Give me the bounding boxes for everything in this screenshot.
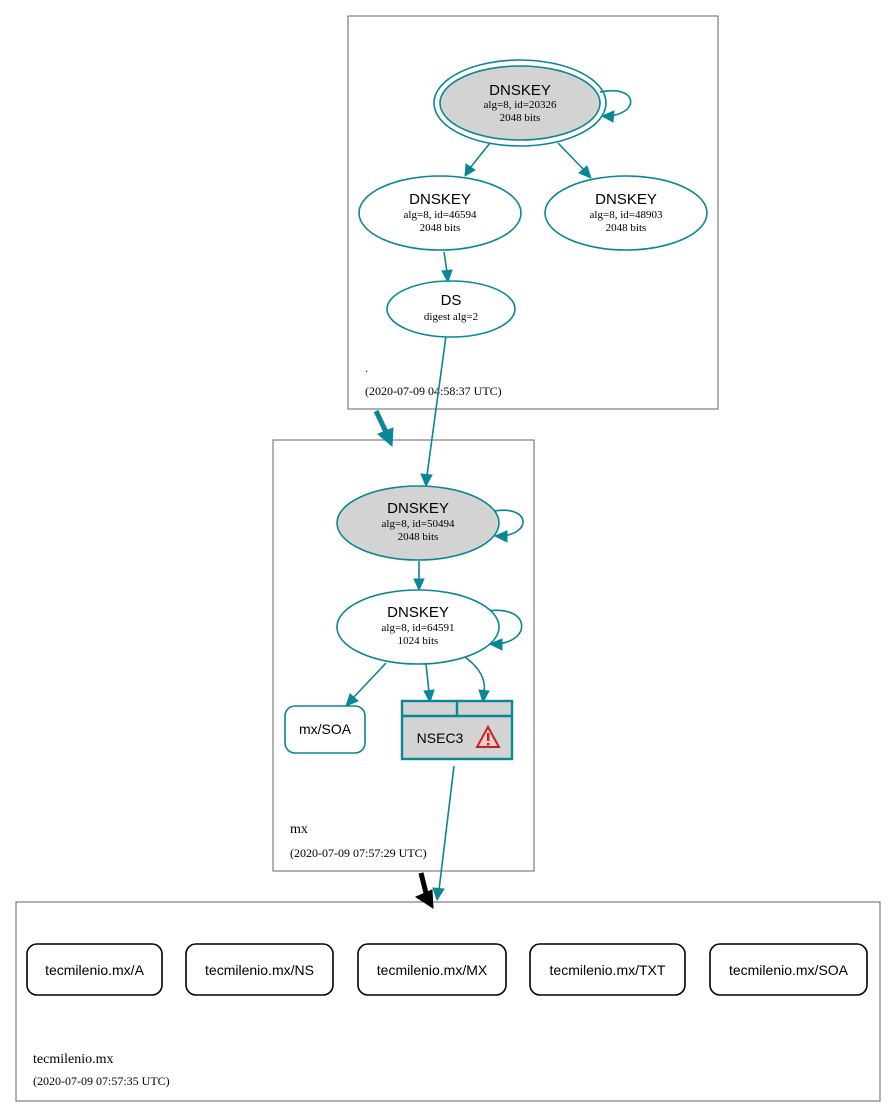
edge-root-zsk1-ds <box>443 251 448 273</box>
edge-mx-zsk-self <box>487 609 523 645</box>
node-detail: 1024 bits <box>398 635 439 647</box>
record-label: tecmilenio.mx/MX <box>377 962 488 978</box>
node-detail: alg=8, id=48903 <box>590 209 663 221</box>
edge-root-ksk-zsk1 <box>469 142 491 169</box>
node-title: DNSKEY <box>489 82 551 99</box>
arrowhead <box>414 889 434 909</box>
record-label: tecmilenio.mx/NS <box>205 962 314 978</box>
node-detail: 2048 bits <box>606 222 647 234</box>
arrowhead <box>377 427 394 448</box>
node-tecmilenio-ns[interactable]: tecmilenio.mx/NS <box>185 943 334 996</box>
edge-mx-zsk-nsec3-a <box>425 663 430 693</box>
edge-root-ksk-self <box>599 89 632 117</box>
arrowhead <box>441 269 453 284</box>
arrowhead <box>578 165 592 179</box>
node-root-zsk-46594[interactable]: DNSKEY alg=8, id=46594 2048 bits <box>358 175 522 251</box>
arrowhead <box>423 689 435 704</box>
node-mx-ksk[interactable]: DNSKEY alg=8, id=50494 2048 bits <box>336 485 500 561</box>
node-root-zsk-48903[interactable]: DNSKEY alg=8, id=48903 2048 bits <box>544 175 708 251</box>
warning-icon <box>475 724 501 748</box>
node-tecmilenio-a[interactable]: tecmilenio.mx/A <box>26 943 163 996</box>
node-detail: 2048 bits <box>420 222 461 234</box>
zone-root-name: . <box>365 361 368 375</box>
arrowhead <box>345 693 359 707</box>
node-tecmilenio-mx[interactable]: tecmilenio.mx/MX <box>357 943 507 996</box>
node-mx-zsk[interactable]: DNSKEY alg=8, id=64591 1024 bits <box>336 589 500 665</box>
zone-mx-name: mx <box>290 822 308 837</box>
node-title: DNSKEY <box>409 191 471 208</box>
edges <box>345 89 632 909</box>
zone-tecmilenio: tecmilenio.mx (2020-07-09 07:57:35 UTC) <box>15 901 881 1102</box>
zone-tecmilenio-box <box>15 901 881 1102</box>
edge-nsec3-tecmilenio <box>438 765 455 891</box>
arrowhead <box>432 887 445 902</box>
node-detail: alg=8, id=20326 <box>484 99 557 111</box>
node-title: DNSKEY <box>595 191 657 208</box>
node-root-ds[interactable]: DS digest alg=2 <box>386 280 516 338</box>
node-detail: alg=8, id=46594 <box>404 209 477 221</box>
edge-delegation-mx-tecmilenio <box>418 872 429 894</box>
node-detail: alg=8, id=64591 <box>382 622 455 634</box>
node-title: DNSKEY <box>387 604 449 621</box>
node-tecmilenio-txt[interactable]: tecmilenio.mx/TXT <box>529 943 686 996</box>
arrowhead <box>488 638 503 651</box>
node-mx-nsec3[interactable]: NSEC3 <box>400 699 514 761</box>
arrowhead <box>493 530 508 543</box>
node-tecmilenio-soa[interactable]: tecmilenio.mx/SOA <box>709 943 868 996</box>
node-detail: alg=8, id=50494 <box>382 518 455 530</box>
node-label: mx/SOA <box>299 721 352 737</box>
edge-delegation-root-mx <box>373 409 389 434</box>
record-label: tecmilenio.mx/SOA <box>729 962 849 978</box>
node-title: DS <box>441 292 462 309</box>
edge-mx-ksk-self <box>493 509 524 537</box>
arrowhead <box>600 110 615 123</box>
zone-tecmilenio-timestamp: (2020-07-09 07:57:35 UTC) <box>33 1074 170 1088</box>
edge-mx-zsk-soa <box>352 662 387 699</box>
arrowhead <box>413 578 425 592</box>
edge-root-ksk-zsk2 <box>557 142 585 171</box>
node-detail: digest alg=2 <box>424 311 478 323</box>
zone-root-timestamp: (2020-07-09 04:58:37 UTC) <box>365 384 502 398</box>
arrowhead <box>420 473 433 488</box>
edge-ds-mx-ksk <box>426 335 447 476</box>
zone-mx-timestamp: (2020-07-09 07:57:29 UTC) <box>290 846 427 860</box>
record-label: tecmilenio.mx/A <box>45 962 144 978</box>
arrowhead <box>478 689 490 704</box>
edge-mx-zsk-nsec3-b <box>464 656 486 693</box>
record-label: tecmilenio.mx/TXT <box>550 962 666 978</box>
node-root-ksk[interactable]: DNSKEY alg=8, id=20326 2048 bits <box>433 59 607 147</box>
node-label: NSEC3 <box>417 730 464 746</box>
node-title: DNSKEY <box>387 500 449 517</box>
arrowhead <box>464 163 476 177</box>
node-mx-soa[interactable]: mx/SOA <box>284 705 366 754</box>
node-detail: 2048 bits <box>500 112 541 124</box>
zone-tecmilenio-name: tecmilenio.mx <box>33 1052 113 1067</box>
node-detail: 2048 bits <box>398 531 439 543</box>
